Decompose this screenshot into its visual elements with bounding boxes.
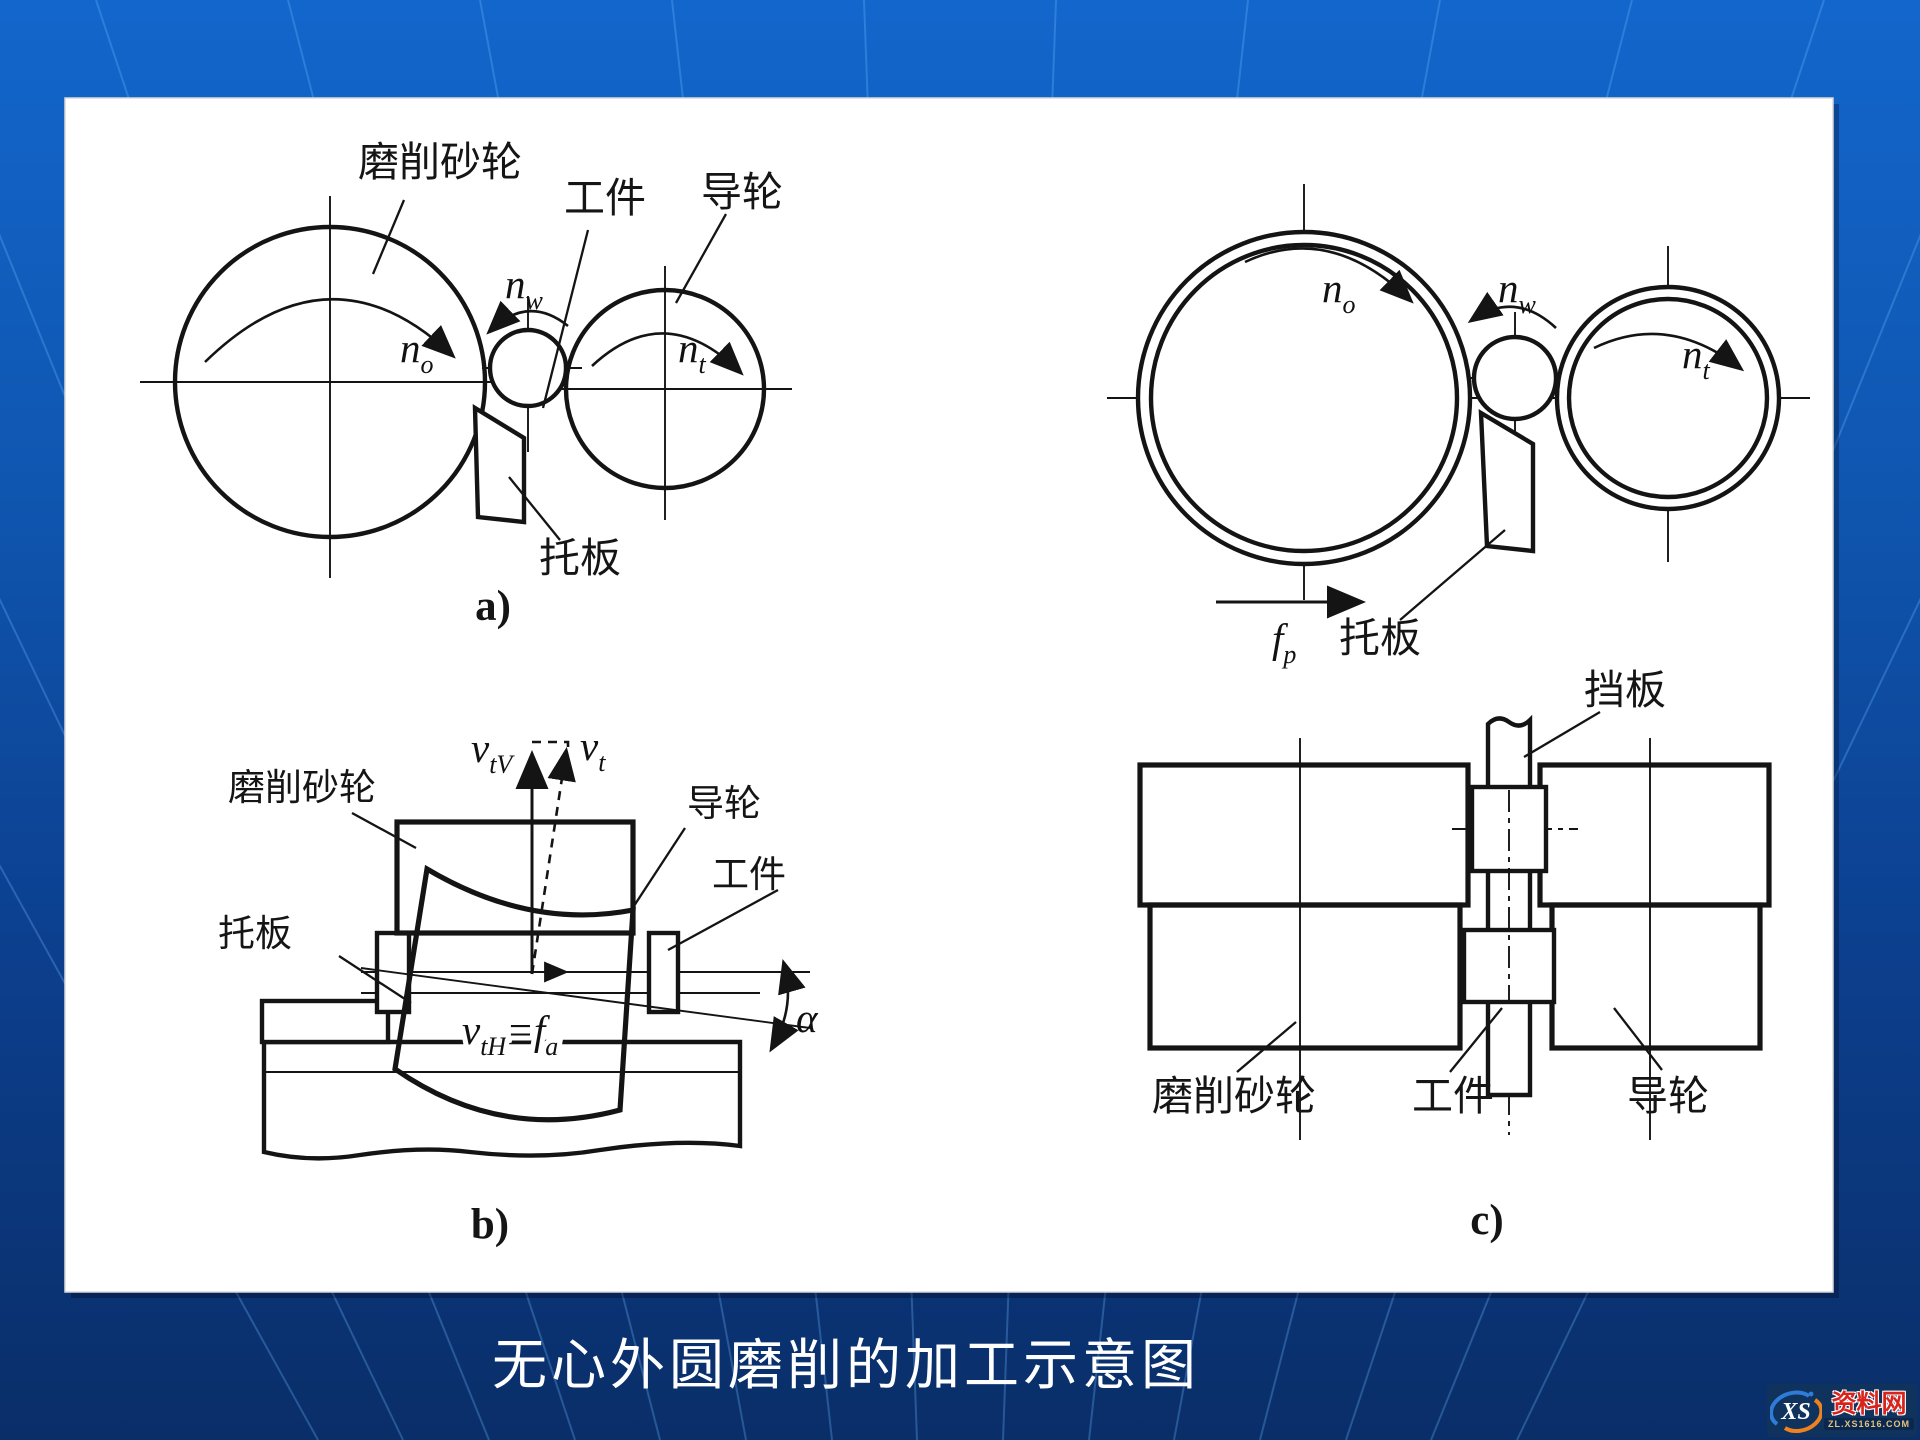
leader <box>371 199 406 275</box>
watermark: XS 资料网 ZL.XS1616.COM <box>1767 1384 1917 1437</box>
support-blade <box>472 404 527 525</box>
rotation-arrow-nt <box>1593 332 1745 372</box>
leader <box>1523 711 1601 758</box>
leader <box>1449 1007 1503 1073</box>
vector-bracket <box>532 740 570 752</box>
diagram-a: 磨削砂轮 工件 导轮 托板 no nw nt a) <box>140 139 792 630</box>
symbol-vtv: vtV <box>471 725 515 779</box>
leader <box>1613 1007 1663 1071</box>
caption-a: a) <box>475 583 511 630</box>
symbol-nw: nw <box>1498 265 1537 319</box>
workpiece-end-right <box>646 930 681 1015</box>
leader <box>338 955 412 1004</box>
diagram-c: 挡板 磨削砂轮 工件 导轮 c) <box>1137 667 1772 1244</box>
guide-wheel-tilted <box>392 864 636 1123</box>
stop-plate-bar <box>1485 714 1533 1098</box>
rotation-arrow-nw <box>486 300 569 335</box>
leader <box>508 476 561 541</box>
caption-b: b) <box>471 1201 509 1248</box>
label-grinding-wheel-a: 磨削砂轮 <box>358 139 522 185</box>
label-guide-wheel-a: 导轮 <box>701 169 783 215</box>
grinding-wheel <box>172 224 488 540</box>
leader <box>351 811 417 850</box>
workpiece <box>487 327 569 409</box>
leader <box>667 888 779 952</box>
label-grinding-wheel-c: 磨削砂轮 <box>1152 1073 1316 1119</box>
label-support-blade-b: 托板 <box>218 914 292 955</box>
rotation-arrow-nt <box>591 332 744 376</box>
watermark-name: 资料网 <box>1831 1390 1907 1418</box>
label-workpiece-b: 工件 <box>712 855 786 896</box>
label-stop-plate-c: 挡板 <box>1584 667 1666 713</box>
leader <box>674 213 728 304</box>
caption-c: c) <box>1470 1197 1503 1244</box>
symbol-nt: nt <box>678 325 707 379</box>
leader <box>1236 1021 1297 1073</box>
label-support-blade-a: 托板 <box>539 535 621 581</box>
grinding-wheel <box>1148 242 1460 554</box>
page-title: 无心外圆磨削的加工示意图 <box>492 1335 1201 1396</box>
grinding-wheel-rim <box>1135 229 1473 567</box>
grinding-wheel <box>394 819 636 936</box>
support-plate-step <box>259 998 391 1045</box>
workpiece <box>1471 334 1559 422</box>
label-workpiece-c: 工件 <box>1412 1073 1494 1119</box>
symbol-fp: fp <box>1272 615 1296 669</box>
guide-wheel-rim <box>1554 284 1782 512</box>
leader <box>629 827 686 913</box>
label-grinding-wheel-b: 磨削砂轮 <box>228 767 376 809</box>
swoosh-orange-arc <box>1783 1397 1822 1433</box>
watermark-text: 资料网 ZL.XS1616.COM <box>1824 1390 1915 1430</box>
rotation-arrow-no <box>1244 247 1414 304</box>
leader <box>541 229 590 409</box>
grinding-wheel-lower <box>1147 902 1463 1051</box>
guide-axis-tilted <box>360 967 811 1029</box>
swoosh-dot <box>1808 1391 1814 1396</box>
label-guide-wheel-b: 导轮 <box>687 783 761 825</box>
symbol-no: no <box>400 325 434 379</box>
guide-wheel <box>1566 296 1770 500</box>
symbol-no: no <box>1322 265 1356 319</box>
symbol-alpha: α <box>796 995 819 1041</box>
guide-wheel <box>563 287 767 491</box>
rotation-arrow-no <box>204 297 456 363</box>
label-workpiece-a: 工件 <box>564 175 646 221</box>
alpha-arc <box>769 958 806 1053</box>
support-blade <box>1478 409 1536 554</box>
label-support-blade-plunge: 托板 <box>1339 615 1421 661</box>
leader <box>1399 529 1506 621</box>
watermark-xs: XS <box>1780 1399 1810 1425</box>
swoosh-blue-arc <box>1770 1390 1811 1426</box>
bar-collar-lower <box>1461 927 1557 1005</box>
symbol-vt: vt <box>580 723 606 777</box>
diagram-b: α vtV vt vtH=fa 磨削砂轮 导轮 工件 托板 b) <box>218 723 819 1248</box>
vector-vt <box>530 746 576 975</box>
watermark-logo: XS <box>1770 1390 1822 1433</box>
watermark-url: ZL.XS1616.COM <box>1824 1417 1915 1430</box>
symbol-nt: nt <box>1682 331 1711 385</box>
label-guide-wheel-c: 导轮 <box>1627 1073 1709 1119</box>
diagram-plunge: no nw nt fp 托板 <box>1107 184 1810 669</box>
equation-vth-fa: vtH=fa <box>462 1007 558 1061</box>
rotation-arrow-nw <box>1467 291 1557 329</box>
symbol-nw: nw <box>505 261 544 315</box>
